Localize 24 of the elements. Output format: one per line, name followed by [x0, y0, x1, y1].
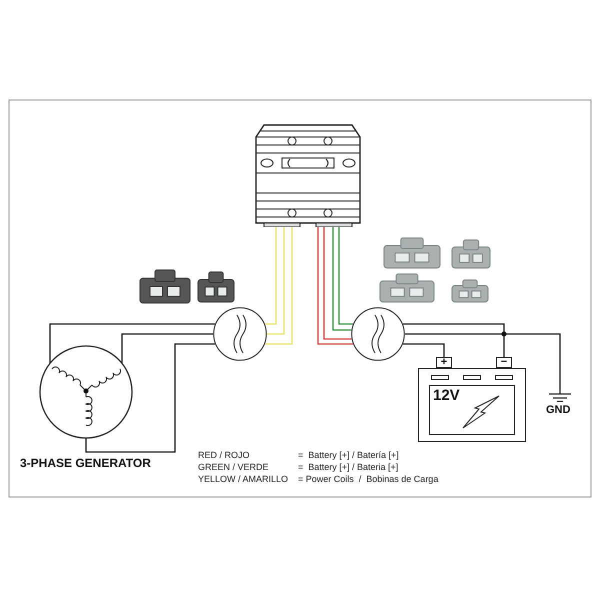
wire-function: = Battery [+] / Batería [+] — [298, 451, 399, 460]
wire-function: = Battery [+] / Bateria [+] — [298, 463, 398, 472]
wire — [121, 333, 213, 364]
wire — [49, 323, 215, 364]
terminal-sign: − — [500, 357, 508, 368]
wire — [265, 227, 293, 345]
wire — [323, 227, 352, 340]
wire-color-name: YELLOW / AMARILLO — [198, 475, 288, 484]
wire — [317, 227, 353, 345]
wire — [403, 343, 445, 357]
wire-color-name: GREEN / VERDE — [198, 463, 269, 472]
ground-label: GND — [546, 405, 570, 416]
wire-color-name: RED / ROJO — [198, 451, 250, 460]
generator-label: 3-PHASE GENERATOR — [20, 455, 151, 472]
wire — [265, 227, 277, 325]
wire — [267, 227, 285, 335]
wire — [403, 323, 505, 357]
wire — [85, 343, 215, 453]
wire-function: = Power Coils / Bobinas de Carga — [298, 475, 438, 484]
voltage-label: 12V — [433, 388, 460, 403]
wire — [405, 333, 561, 390]
wire — [332, 227, 352, 331]
wire — [338, 227, 353, 325]
terminal-sign: + — [440, 357, 448, 368]
